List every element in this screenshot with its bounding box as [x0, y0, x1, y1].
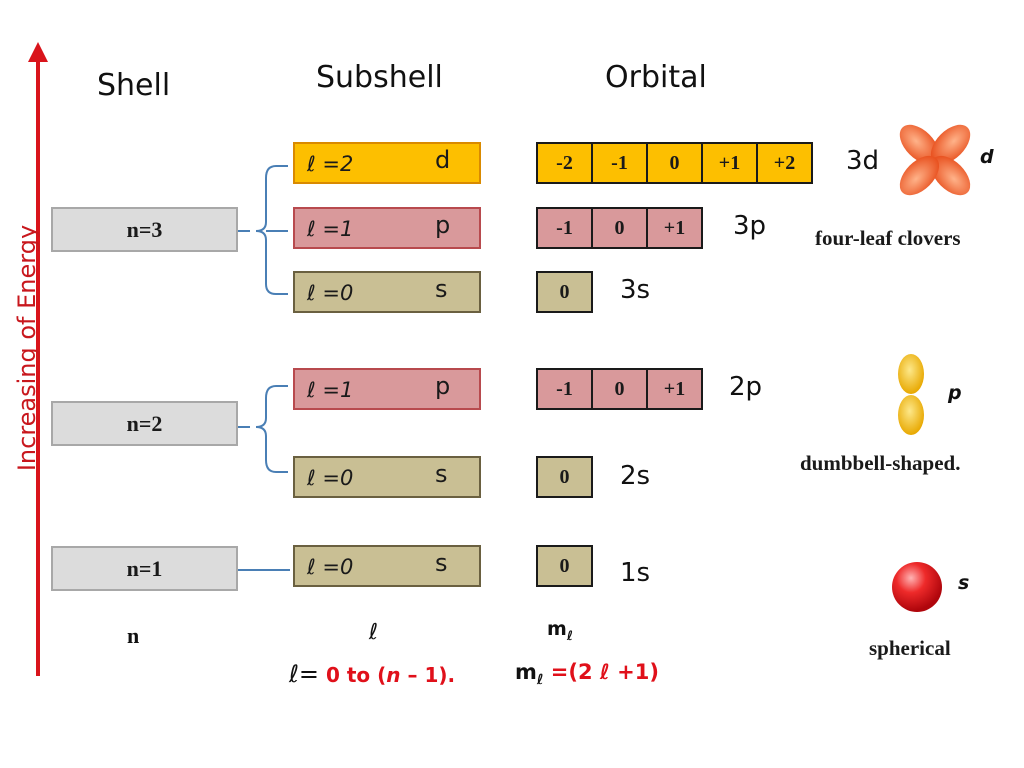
s-orbital-icon [892, 562, 942, 612]
orbital-row-3p: -1 0 +1 [536, 207, 703, 249]
l-formula-lhs: ℓ= [289, 660, 320, 688]
subshell-2s: ℓ =0 s [293, 456, 481, 498]
ml-symbol-m: m [547, 618, 567, 640]
p-orbital-description: dumbbell-shaped. [800, 451, 961, 475]
subshell-l-value: ℓ =1 [307, 217, 354, 241]
subshell-3p: ℓ =1 p [293, 207, 481, 249]
ml-cell: 0 [591, 207, 648, 249]
n-symbol: n [127, 623, 140, 648]
p-orbital-icon [898, 354, 924, 435]
ml-formula-rhs: =(2 ℓ +1) [543, 660, 659, 684]
subshell-l-value: ℓ =1 [307, 378, 354, 402]
l-formula: ℓ= 0 to (n – 1). [289, 660, 455, 688]
d-orbital-letter: d [980, 146, 994, 168]
ml-symbol-sub: ℓ [566, 628, 573, 644]
subshell-l-value: ℓ =0 [307, 281, 354, 305]
s-orbital-letter: s [958, 572, 970, 594]
orbital-label-2s: 2s [620, 461, 651, 491]
ml-cell: 0 [591, 368, 648, 410]
ml-formula-m: m [515, 660, 537, 684]
shell-box-n2: n=2 [51, 401, 238, 446]
ml-symbol: mℓ [547, 618, 573, 644]
n2-bracket [255, 385, 288, 473]
subshell-letter: s [435, 275, 448, 303]
subshell-l-value: ℓ =0 [307, 555, 354, 579]
ml-cell: 0 [536, 456, 593, 498]
ml-formula-sub: ℓ [536, 672, 544, 689]
s-orbital-description: spherical [869, 636, 951, 660]
shell-header: Shell [97, 68, 171, 103]
subshell-letter: s [435, 460, 448, 488]
d-orbital-icon [899, 124, 971, 196]
subshell-letter: d [435, 146, 451, 174]
l-formula-rhs-post: – 1). [400, 663, 456, 687]
l-formula-rhs-pre: 0 to ( [319, 663, 387, 687]
orbital-label-1s: 1s [620, 558, 651, 588]
orbital-label-3p: 3p [733, 211, 767, 241]
ml-cell: +2 [756, 142, 813, 184]
orbital-header: Orbital [605, 60, 707, 95]
subshell-letter: s [435, 549, 448, 577]
p-orbital-letter: p [948, 382, 962, 404]
l-symbol: ℓ [369, 620, 379, 645]
subshell-l-value: ℓ =0 [307, 466, 354, 490]
ml-formula: mℓ =(2 ℓ +1) [515, 660, 659, 688]
ml-cell: 0 [536, 271, 593, 313]
orbital-label-3d: 3d [846, 146, 880, 176]
subshell-3d: ℓ =2 d [293, 142, 481, 184]
ml-cell: 0 [536, 545, 593, 587]
subshell-letter: p [435, 372, 451, 400]
orbital-row-3s: 0 [536, 271, 593, 313]
n3-bracket [255, 165, 288, 295]
ml-cell: 0 [646, 142, 703, 184]
energy-axis-line [36, 54, 40, 676]
ml-cell: +1 [646, 368, 703, 410]
ml-cell: +1 [646, 207, 703, 249]
shell-box-n1: n=1 [51, 546, 238, 591]
subshell-l-value: ℓ =2 [307, 152, 354, 176]
orbital-label-3s: 3s [620, 275, 651, 305]
d-orbital-description: four-leaf clovers [815, 226, 961, 250]
orbital-label-2p: 2p [729, 372, 763, 402]
subshell-3s: ℓ =0 s [293, 271, 481, 313]
ml-cell: +1 [701, 142, 758, 184]
orbital-row-1s: 0 [536, 545, 593, 587]
l-formula-rhs-n: n [386, 663, 401, 687]
ml-cell: -1 [536, 207, 593, 249]
ml-cell: -1 [591, 142, 648, 184]
ml-cell: -2 [536, 142, 593, 184]
subshell-letter: p [435, 211, 451, 239]
orbital-row-2s: 0 [536, 456, 593, 498]
energy-axis-arrowhead [28, 42, 48, 62]
ml-cell: -1 [536, 368, 593, 410]
subshell-1s: ℓ =0 s [293, 545, 481, 587]
subshell-header: Subshell [316, 60, 443, 95]
subshell-2p: ℓ =1 p [293, 368, 481, 410]
shell-box-n3: n=3 [51, 207, 238, 252]
orbital-row-3d: -2 -1 0 +1 +2 [536, 142, 813, 184]
orbital-row-2p: -1 0 +1 [536, 368, 703, 410]
